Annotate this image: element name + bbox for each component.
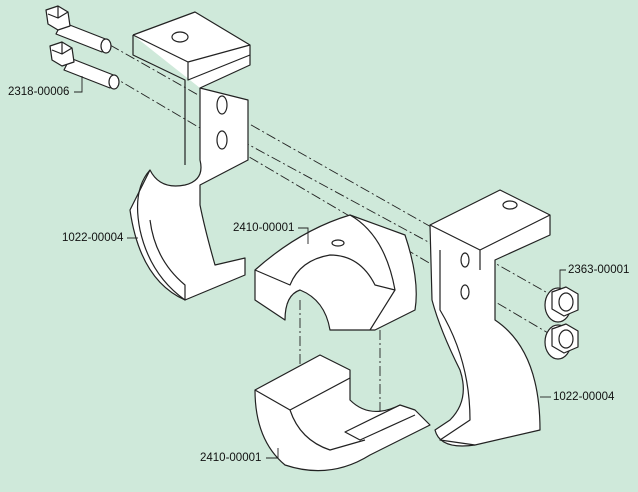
leader-lines [74,76,566,459]
nut-lower [544,323,579,360]
callout-bushing-bottom: 2410-00001 [200,452,262,465]
callout-bolt: 2318-00006 [8,86,70,99]
callout-bushing-top: 2410-00001 [233,222,295,235]
bolt-upper [45,5,112,54]
callout-bracket-right: 1022-00004 [553,391,615,404]
bolt-lower [49,41,120,90]
bushing-half-bottom [254,354,431,472]
bushing-half-top [254,214,417,331]
callout-bracket-left: 1022-00004 [62,232,124,245]
callout-nut: 2363-00001 [568,264,630,277]
bracket-right [429,189,551,447]
bracket-left [129,11,251,301]
nut-upper [544,286,579,323]
